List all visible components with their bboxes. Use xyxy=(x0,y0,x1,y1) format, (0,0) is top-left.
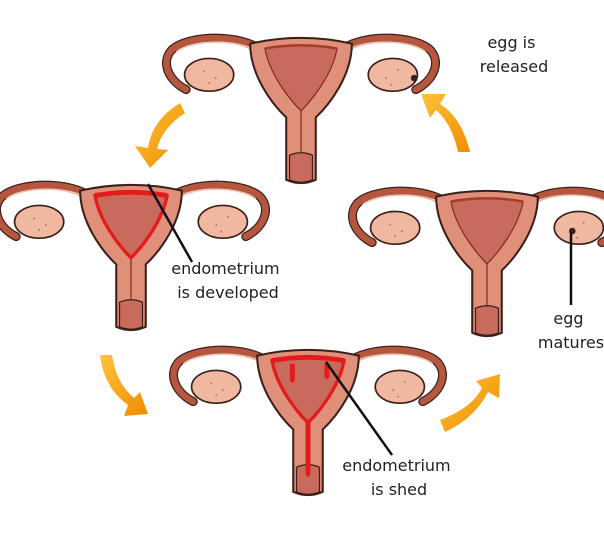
label-endometrium-developed: endometrium is developed xyxy=(171,259,284,302)
label-endometrium-shed: endometrium is shed xyxy=(342,456,455,499)
uterus-stage-ovulation xyxy=(166,38,435,183)
label-egg-matures: egg matures xyxy=(538,309,604,352)
cycle-arrow-bottom-right xyxy=(440,374,500,432)
cycle-arrow-bottom-left xyxy=(100,355,148,416)
cycle-arrow-top-left xyxy=(135,103,185,168)
cycle-arrow-top-right xyxy=(421,94,470,152)
released-egg xyxy=(411,75,418,82)
label-egg-released: egg is released xyxy=(480,33,549,76)
uterus-stage-developed xyxy=(0,185,266,330)
shed-blood-drip xyxy=(306,420,311,477)
